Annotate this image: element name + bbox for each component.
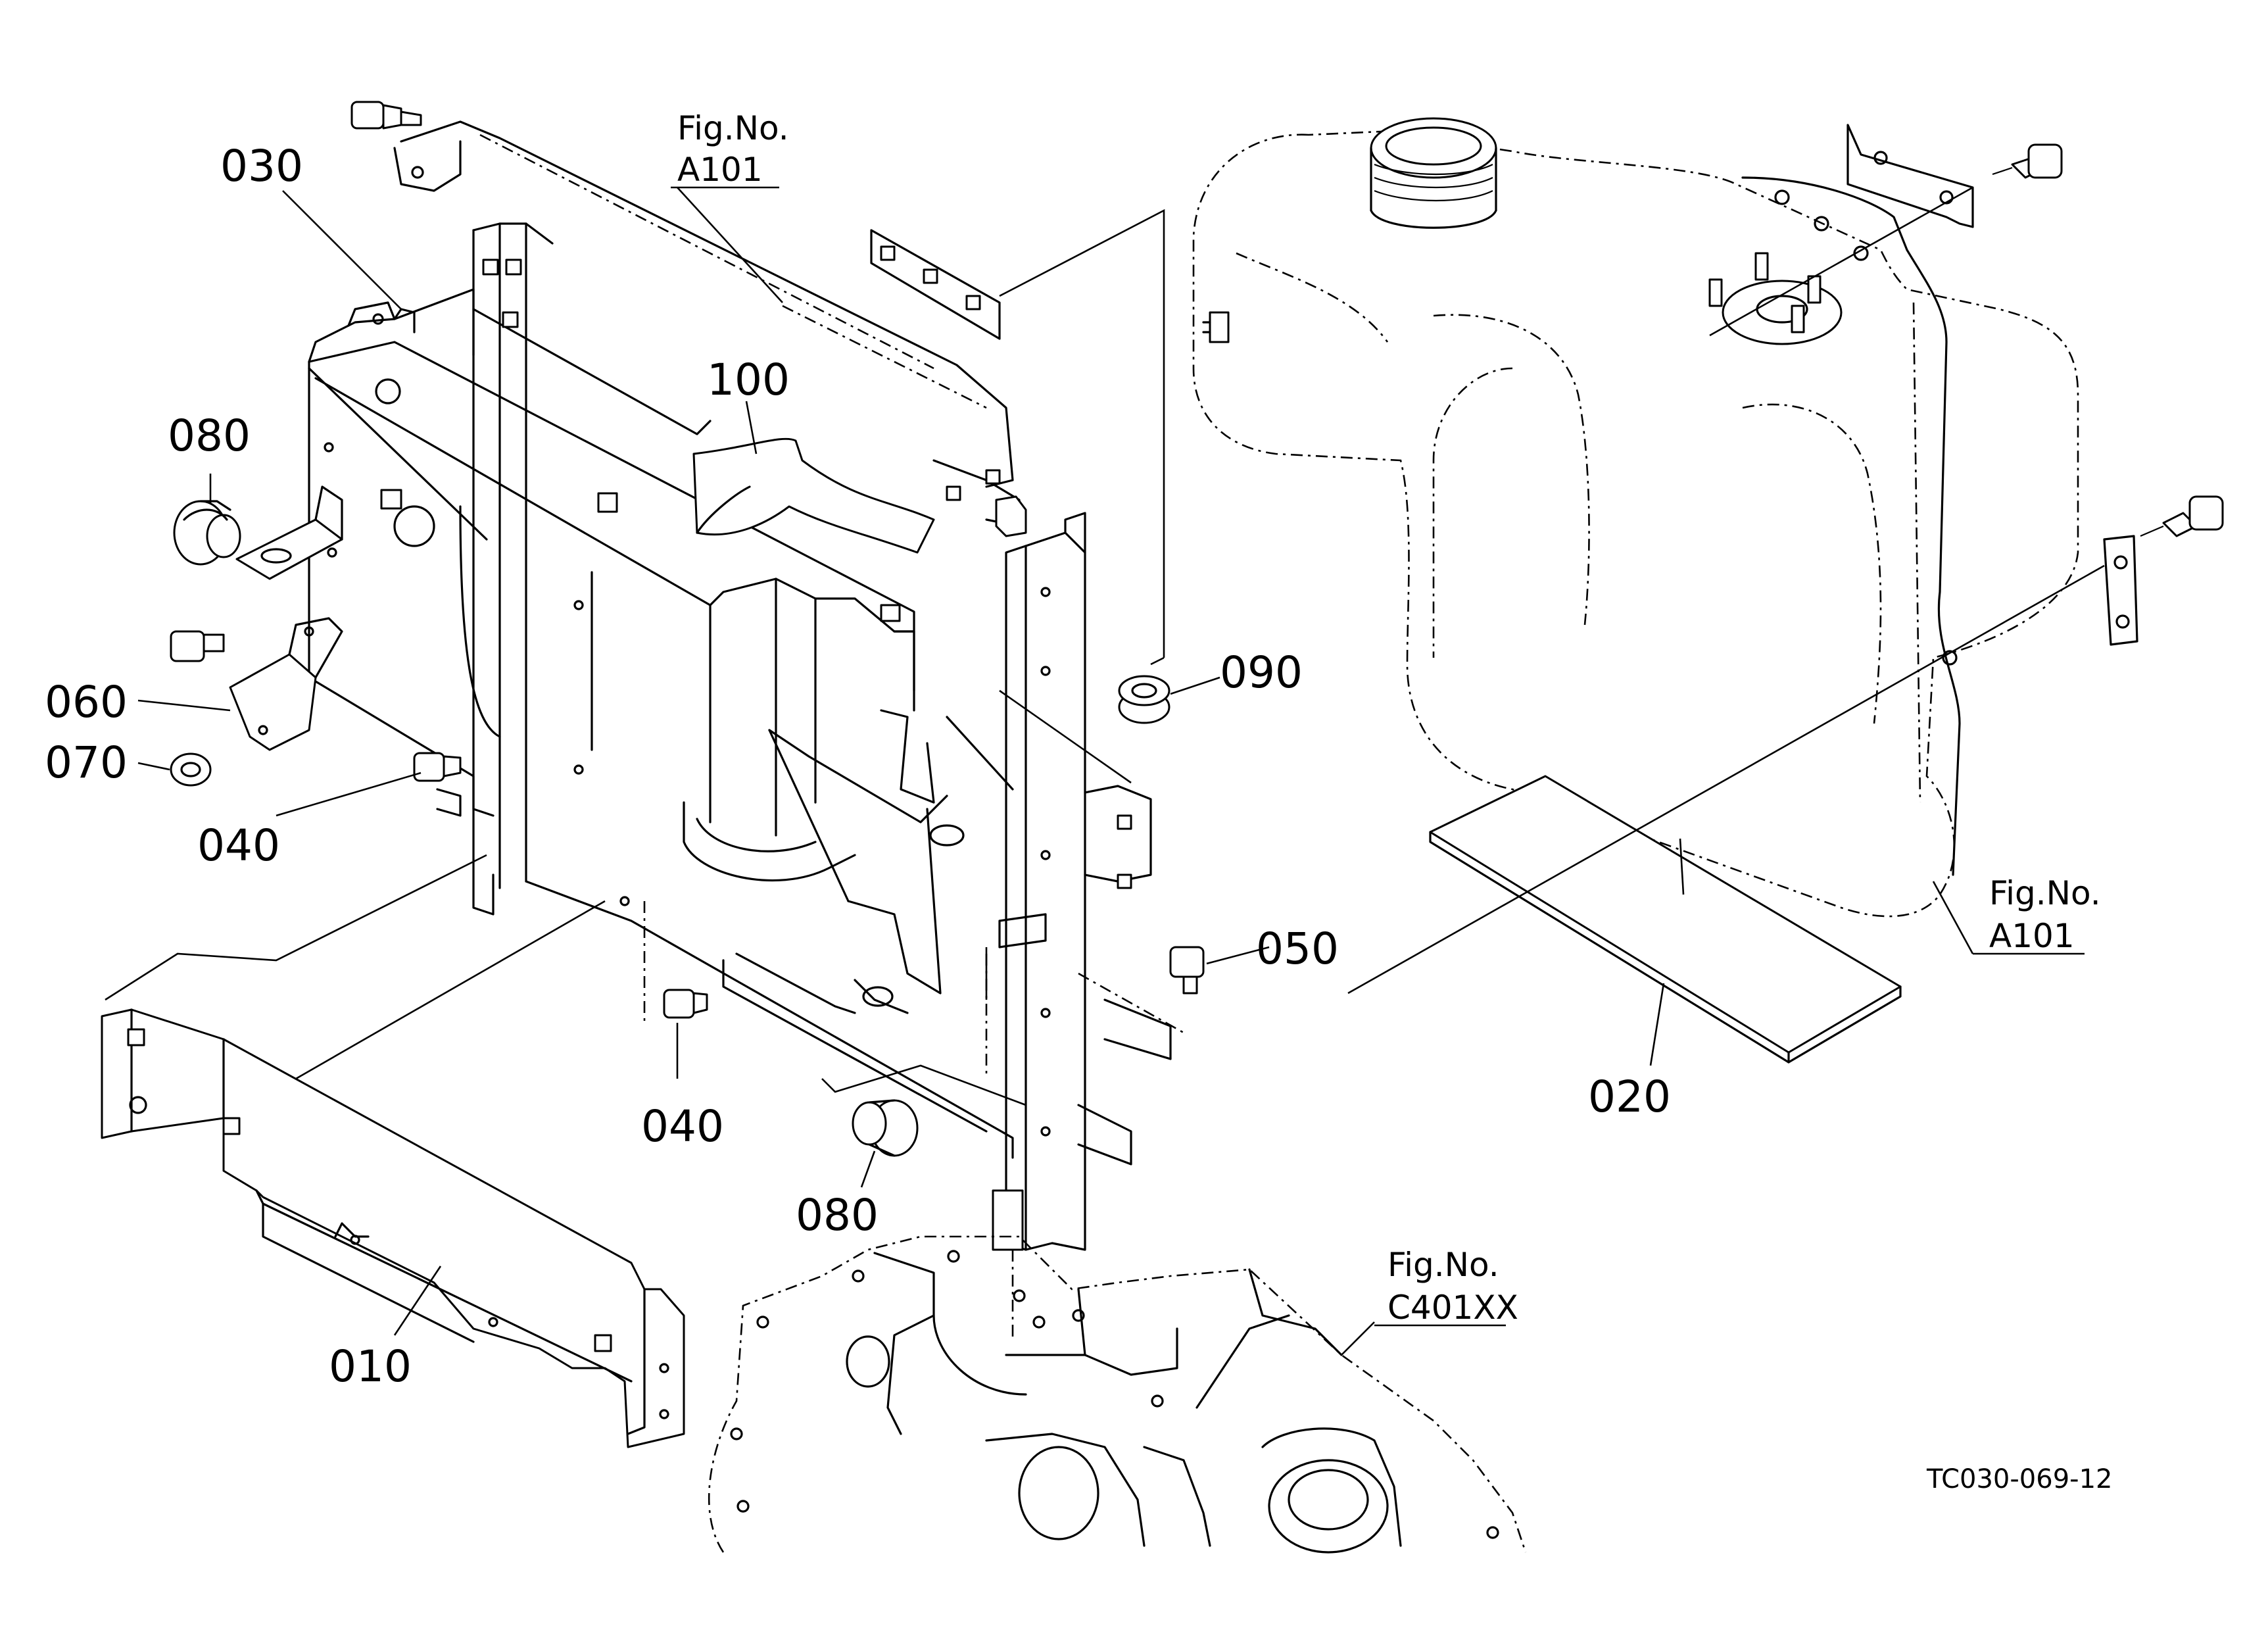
grommet-090 bbox=[1118, 675, 1170, 724]
fig-ref-code-right: A101 bbox=[1989, 917, 2075, 955]
part-label-040-upper: 040 bbox=[197, 820, 280, 871]
rubber-mount-upper bbox=[173, 500, 241, 566]
fig-ref-prefix-right: Fig.No. bbox=[1989, 874, 2101, 912]
fig-ref-code-bottom: C401XX bbox=[1387, 1289, 1518, 1327]
bolt-040-upper bbox=[413, 752, 462, 817]
tank-frame bbox=[308, 120, 1184, 1251]
leader-lines bbox=[137, 186, 2085, 1356]
part-label-090: 090 bbox=[1220, 647, 1303, 698]
bolt-060 bbox=[170, 630, 225, 662]
figure-references: Fig.No. A101 Fig.No. A101 Fig.No. C401XX bbox=[677, 109, 2101, 1327]
rubber-mount-lower bbox=[852, 1099, 919, 1157]
bolt-040-lower bbox=[663, 989, 708, 1019]
fuel-tank bbox=[1192, 117, 2079, 918]
part-label-040-lower: 040 bbox=[641, 1101, 724, 1152]
part-label-100: 100 bbox=[707, 355, 790, 405]
l-bracket-060 bbox=[229, 617, 343, 751]
bolt-050 bbox=[1169, 946, 1205, 995]
hose-boot bbox=[692, 437, 935, 554]
part-label-060: 060 bbox=[45, 677, 128, 727]
tank-strap-side bbox=[2103, 495, 2224, 646]
part-label-020: 020 bbox=[1588, 1071, 1671, 1122]
part-label-080-lower: 080 bbox=[796, 1190, 879, 1241]
fig-ref-code-top: A101 bbox=[677, 151, 763, 189]
frame-bolt-top bbox=[350, 101, 462, 192]
frame-top-bracket bbox=[782, 209, 1165, 666]
part-label-070: 070 bbox=[45, 737, 128, 788]
drawing-code: TC030-069-12 bbox=[1926, 1464, 2112, 1494]
nut-070 bbox=[170, 752, 212, 787]
tank-pad bbox=[1347, 564, 2105, 1064]
fig-ref-prefix-bottom: Fig.No. bbox=[1387, 1246, 1499, 1284]
fig-ref-prefix-top: Fig.No. bbox=[677, 109, 789, 147]
part-label-050: 050 bbox=[1256, 923, 1339, 974]
part-label-080-upper: 080 bbox=[168, 410, 251, 461]
lower-bracket-010 bbox=[101, 854, 685, 1448]
l-bracket-upper bbox=[235, 485, 343, 580]
part-label-030: 030 bbox=[220, 141, 303, 191]
part-label-010: 010 bbox=[329, 1341, 412, 1392]
part-labels: 030 080 060 070 040 040 080 050 090 100 … bbox=[45, 141, 1671, 1392]
tank-strap-top bbox=[1709, 124, 2063, 337]
transmission-housing bbox=[708, 1235, 1527, 1554]
